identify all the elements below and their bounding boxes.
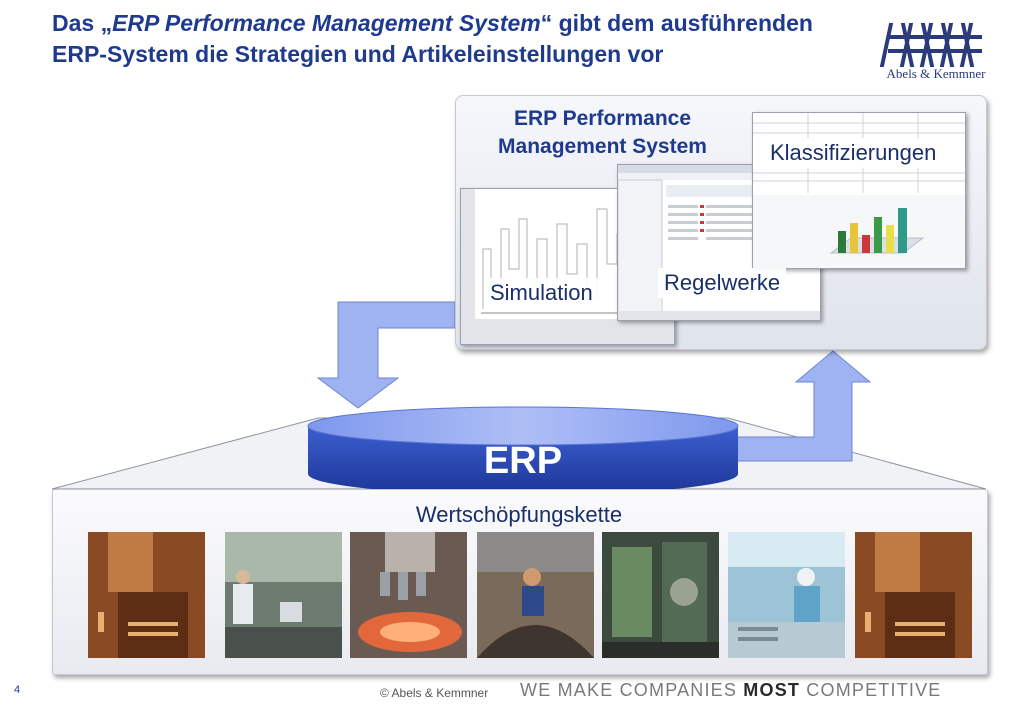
textile-worker-photo xyxy=(477,532,594,658)
copyright: © Abels & Kemmner xyxy=(380,686,489,700)
value-chain-label: Wertschöpfungskette xyxy=(415,502,623,527)
electronics-board-photo xyxy=(88,532,205,658)
logo-text: Abels & Kemmner xyxy=(886,66,986,81)
cleanroom-photo xyxy=(728,532,845,658)
slogan: WE MAKE COMPANIES MOST COMPETITIVE xyxy=(520,680,942,700)
machinery-photo xyxy=(602,532,719,658)
microscope-photo xyxy=(350,532,467,658)
system-title: ERP Performance Management System xyxy=(498,107,707,158)
classification-chart-icon xyxy=(753,113,965,268)
arrow-down-to-erp xyxy=(316,301,456,409)
page-number: 4 xyxy=(14,684,21,696)
regelwerke-label: Regelwerke xyxy=(658,268,787,298)
slide-title: Das „ERP Performance Management System“ … xyxy=(52,10,813,67)
abels-kemmner-logo xyxy=(880,23,982,67)
klassifizierungen-label: Klassifizierungen xyxy=(764,138,943,168)
arrow-up-from-erp xyxy=(735,350,872,462)
erp-label: ERP xyxy=(484,440,562,482)
simulation-label: Simulation xyxy=(484,278,599,308)
electronics-board-photo xyxy=(855,532,972,658)
erp-database-icon xyxy=(307,406,739,495)
klassifizierungen-screenshot xyxy=(752,112,966,269)
control-room-photo xyxy=(225,532,342,658)
